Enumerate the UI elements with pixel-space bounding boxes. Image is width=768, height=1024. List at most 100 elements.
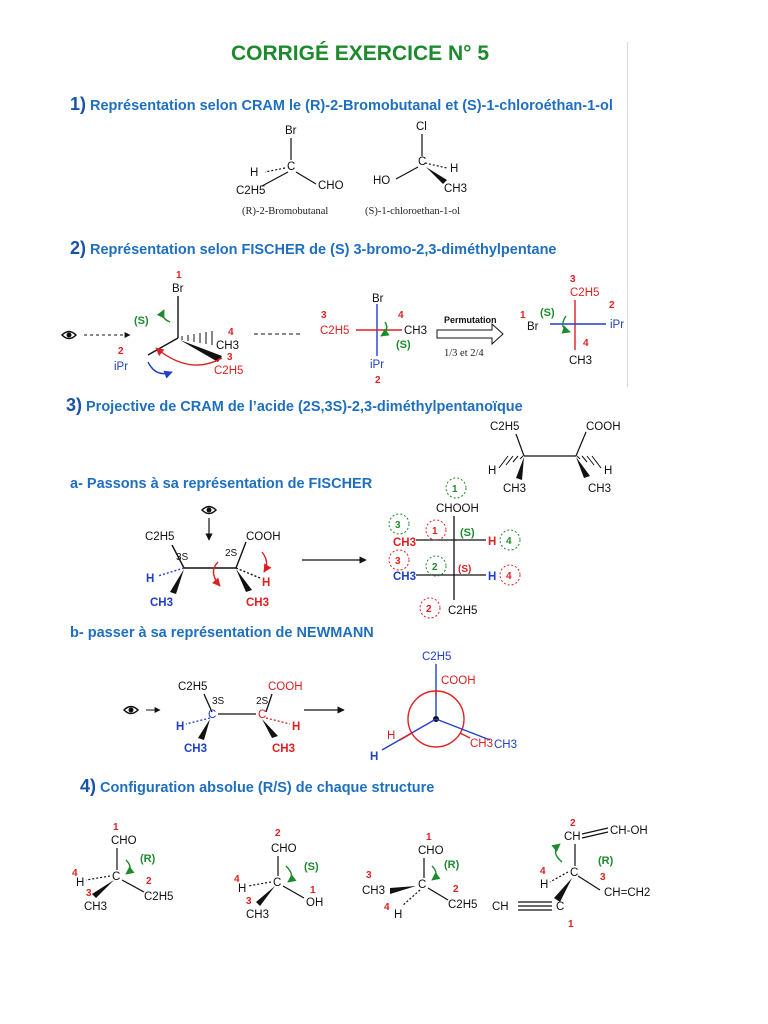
svg-text:C: C: [258, 709, 266, 721]
svg-text:CH3: CH3: [246, 909, 269, 921]
svg-text:C2H5: C2H5: [178, 681, 207, 693]
svg-text:2: 2: [146, 876, 152, 887]
cram-3b-left: C2H5 3S C 2S C COOH H CH3 H CH3: [123, 681, 345, 755]
svg-text:H: H: [488, 571, 496, 583]
svg-text:CH-OH: CH-OH: [610, 825, 648, 837]
svg-text:(S): (S): [396, 339, 411, 351]
cram-r-2-bromobutanal: Br C H C2H5 CHO (R)-2-Bromobutanal: [236, 125, 344, 217]
svg-text:1: 1: [520, 310, 526, 321]
section-1-heading: 1)Représentation selon CRAM le (R)-2-Bro…: [70, 94, 613, 114]
svg-text:CH3: CH3: [588, 483, 611, 495]
svg-text:CH: CH: [564, 831, 581, 843]
svg-text:H: H: [387, 730, 395, 742]
structure-4-4: 2 CH CH-OH C 4 H 3 CH=CH2 C 1 CH (R): [492, 818, 650, 930]
svg-text:H: H: [292, 721, 300, 733]
svg-text:CH3: CH3: [470, 738, 493, 750]
newman-projection: C2H5 COOH H CH3 H CH3: [370, 651, 517, 763]
cram-s-1-chloroethanol: Cl C H HO CH3 (S)-1-chloroethan-1-ol: [365, 121, 467, 217]
svg-text:CH3: CH3: [404, 325, 427, 337]
svg-text:H: H: [76, 877, 84, 889]
svg-text:C2H5: C2H5: [144, 891, 173, 903]
svg-text:C2H5: C2H5: [320, 325, 349, 337]
svg-text:CH3: CH3: [184, 743, 207, 755]
svg-text:H: H: [488, 465, 496, 477]
svg-text:H: H: [604, 465, 612, 477]
svg-text:1: 1: [452, 484, 458, 495]
structure-4-3: 1 CHO C 3 CH3 4 H 2 C2H5 (R): [362, 832, 477, 921]
svg-text:1: 1: [310, 885, 316, 896]
svg-text:3: 3: [395, 520, 401, 531]
structure-4-1: 1 CHO C 4 H 3 CH3 2 C2H5 (R): [72, 822, 173, 913]
svg-text:C: C: [208, 709, 216, 721]
svg-text:1: 1: [176, 270, 182, 281]
svg-text:(R): (R): [140, 853, 156, 865]
svg-text:CH3: CH3: [272, 743, 295, 755]
svg-text:C2H5: C2H5: [448, 605, 477, 617]
svg-text:H: H: [250, 167, 258, 179]
permutation-arrow: Permutation 1/3 et 2/4: [436, 315, 504, 359]
section-2-heading: 2)Représentation selon FISCHER de (S) 3-…: [70, 238, 557, 258]
svg-text:2: 2: [118, 346, 124, 357]
fischer-3a: 1 CHOOH 3 CH3 1 (S) H 4 3 2 (S) CH3 H 4 …: [388, 477, 521, 619]
svg-text:C2H5: C2H5: [236, 185, 265, 197]
svg-text:1/3 et 2/4: 1/3 et 2/4: [444, 348, 484, 359]
fischer-final: 3 C2H5 1 Br 2 iPr (S) 4 CH3: [520, 274, 624, 367]
cram-3a-left: C2H5 COOH 3S 2S H CH3 H CH3: [145, 505, 367, 609]
svg-text:4: 4: [384, 902, 390, 913]
svg-text:C: C: [570, 867, 578, 879]
svg-text:C: C: [418, 156, 426, 168]
svg-text:1: 1: [568, 919, 574, 930]
svg-text:2: 2: [426, 604, 432, 615]
svg-text:Br: Br: [285, 125, 297, 137]
svg-text:2: 2: [570, 818, 576, 829]
svg-text:C2H5: C2H5: [448, 899, 477, 911]
svg-text:Cl: Cl: [416, 121, 427, 133]
eye-icon: [201, 505, 217, 515]
svg-text:CH3: CH3: [362, 885, 385, 897]
svg-text:CH3: CH3: [444, 183, 467, 195]
svg-text:CH3: CH3: [494, 739, 517, 751]
svg-text:1: 1: [113, 822, 119, 833]
svg-text:(S): (S): [134, 315, 149, 327]
svg-text:CH3: CH3: [393, 537, 416, 549]
cram-2s3s-acid: C2H5 COOH H CH3 H CH3: [488, 421, 621, 495]
structure-4-2: 2 CHO C 4 H 3 CH3 1 OH (S): [234, 828, 323, 921]
section-3-heading: 3)Projective de CRAM de l’acide (2S,3S)-…: [66, 395, 523, 415]
svg-text:4: 4: [234, 874, 240, 885]
svg-text:iPr: iPr: [114, 361, 128, 373]
svg-text:3: 3: [366, 870, 372, 881]
svg-text:1: 1: [432, 526, 438, 537]
svg-text:Permutation: Permutation: [444, 315, 497, 325]
svg-text:CH3: CH3: [393, 571, 416, 583]
svg-text:C2H5: C2H5: [570, 287, 599, 299]
fischer-intermediate: Br 3 C2H5 4 CH3 (S) iPr 2: [320, 293, 427, 386]
eye-icon: [123, 705, 139, 715]
svg-text:3: 3: [227, 352, 233, 363]
svg-text:CH3: CH3: [246, 597, 269, 609]
svg-text:H: H: [370, 751, 378, 763]
cram-3-bromo-2-3-dimethylpentane: 1 Br 2 iPr 4 CH3 3 C2H5 (S): [61, 270, 302, 379]
svg-text:H: H: [262, 577, 270, 589]
svg-text:3: 3: [395, 556, 401, 567]
svg-text:iPr: iPr: [370, 359, 384, 371]
svg-text:2S: 2S: [225, 548, 238, 559]
svg-text:C2H5: C2H5: [422, 651, 451, 663]
svg-text:H: H: [540, 879, 548, 891]
svg-text:4: 4: [506, 571, 512, 582]
svg-text:OH: OH: [306, 897, 323, 909]
section-3a-heading: a- Passons à sa représentation de FISCHE…: [70, 476, 373, 492]
page-title: CORRIGÉ EXERCICE N° 5: [230, 42, 490, 65]
svg-text:3: 3: [246, 896, 252, 907]
svg-text:CH3: CH3: [216, 340, 239, 352]
svg-text:C: C: [418, 879, 426, 891]
svg-text:C: C: [556, 901, 564, 913]
svg-text:C: C: [112, 871, 120, 883]
section-4-heading: 4)Configuration absolue (R/S) de chaque …: [80, 776, 435, 796]
svg-text:CHOOH: CHOOH: [436, 503, 479, 515]
svg-text:H: H: [450, 163, 458, 175]
svg-text:COOH: COOH: [441, 675, 476, 687]
svg-text:Br: Br: [372, 293, 384, 305]
svg-text:2S: 2S: [256, 696, 269, 707]
svg-text:CH3: CH3: [150, 597, 173, 609]
svg-text:4: 4: [398, 310, 404, 321]
